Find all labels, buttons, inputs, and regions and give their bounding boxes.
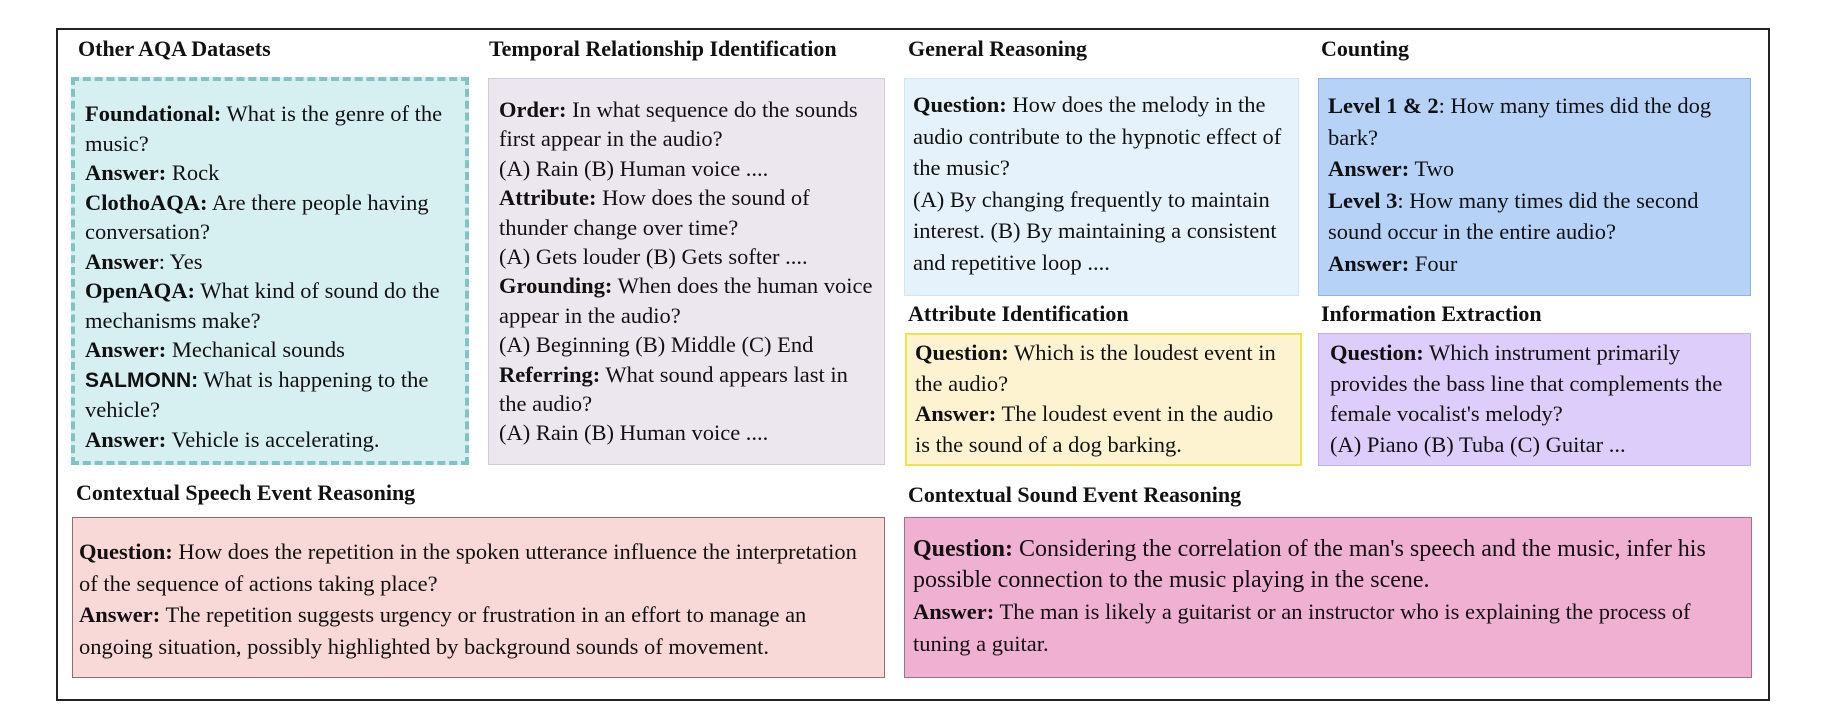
salmonn-label: SALMONN: bbox=[85, 368, 199, 392]
contextual-sound-box: Question: Considering the correlation of… bbox=[904, 517, 1752, 678]
answer-label: Answer: bbox=[1328, 156, 1410, 181]
order-options: (A) Rain (B) Human voice .... bbox=[499, 155, 769, 181]
contextual-speech-box: Question: How does the repetition in the… bbox=[72, 517, 885, 678]
salmonn-question: What is happening to the vehicle? bbox=[85, 366, 429, 423]
level12-label: Level 1 & 2 bbox=[1328, 93, 1439, 118]
heading-other-aqa-datasets: Other AQA Datasets bbox=[78, 36, 271, 61]
order-label: Order: bbox=[499, 97, 567, 122]
information-extraction-box: Question: Which instrument primarily pro… bbox=[1318, 333, 1751, 466]
question-text: Considering the correlation of the man's… bbox=[913, 536, 1706, 593]
answer-label: Answer bbox=[85, 248, 159, 274]
heading-general-reasoning: General Reasoning bbox=[908, 36, 1088, 61]
heading-counting: Counting bbox=[1321, 36, 1410, 61]
heading-temporal-relationship: Temporal Relationship Identification bbox=[489, 36, 837, 61]
foundational-label: Foundational: bbox=[85, 101, 222, 126]
counting-box: Level 1 & 2: How many times did the dog … bbox=[1318, 78, 1751, 296]
answer-text: The man is likely a guitarist or an inst… bbox=[913, 599, 1691, 656]
heading-contextual-sound: Contextual Sound Event Reasoning bbox=[908, 482, 1242, 507]
referring-label: Referring: bbox=[499, 361, 601, 387]
question-label: Question: bbox=[79, 539, 173, 564]
question-text: Which instrument primarily provides the … bbox=[1330, 340, 1723, 426]
question-label: Question: bbox=[915, 340, 1009, 365]
other-aqa-box: Foundational: What is the genre of the m… bbox=[71, 77, 469, 465]
answer-text: Mechanical sounds bbox=[166, 337, 345, 362]
foundational-question: What is the genre of the music? bbox=[85, 101, 443, 156]
attribute-identification-box: Question: Which is the loudest event in … bbox=[905, 333, 1302, 466]
grounding-label: Grounding: bbox=[499, 273, 613, 299]
order-question: In what sequence do the sounds first app… bbox=[499, 97, 858, 152]
grounding-question: When does the human voice appear in the … bbox=[499, 273, 873, 328]
question-label: Question: bbox=[913, 536, 1014, 562]
answer-text: Two bbox=[1409, 156, 1455, 181]
answer-label: Answer: bbox=[913, 599, 995, 624]
answer-text: Rock bbox=[166, 160, 220, 185]
question-label: Question: bbox=[1330, 340, 1424, 365]
attribute-options: (A) Gets louder (B) Gets softer .... bbox=[499, 244, 808, 270]
openaqa-label: OpenAQA: bbox=[85, 278, 196, 303]
attribute-label: Attribute: bbox=[499, 185, 597, 211]
attribute-question: How does the sound of thunder change ove… bbox=[499, 185, 810, 240]
answer-label: Answer: bbox=[79, 602, 161, 627]
figure-frame bbox=[56, 28, 1770, 701]
temporal-box: Order: In what sequence do the sounds fi… bbox=[488, 78, 885, 465]
answer-options: (A) Piano (B) Tuba (C) Guitar ... bbox=[1330, 431, 1626, 457]
answer-label: Answer: bbox=[1328, 250, 1410, 276]
answer-text: The repetition suggests urgency or frust… bbox=[79, 602, 807, 659]
question-label: Question: bbox=[913, 92, 1007, 117]
clothoaqa-question: Are there people having conversation? bbox=[85, 189, 429, 245]
answer-label: Answer: bbox=[915, 401, 997, 426]
answer-label: Answer: bbox=[85, 426, 167, 452]
question-text: Which is the loudest event in the audio? bbox=[915, 340, 1276, 396]
answer-label: Answer: bbox=[85, 160, 167, 185]
answer-text: : Yes bbox=[158, 248, 203, 274]
question-text: How does the repetition in the spoken ut… bbox=[79, 539, 857, 596]
referring-question: What sound appears last in the audio? bbox=[499, 361, 848, 417]
openaqa-question: What kind of sound do the mechanisms mak… bbox=[85, 278, 440, 333]
answer-text: Vehicle is accelerating. bbox=[166, 426, 380, 452]
level3-label: Level 3 bbox=[1328, 187, 1398, 213]
clothoaqa-label: ClothoAQA: bbox=[85, 189, 208, 215]
question-text: How does the melody in the audio contrib… bbox=[913, 92, 1282, 180]
answer-options: (A) By changing frequently to maintain i… bbox=[913, 186, 1277, 275]
level12-question: : How many times did the dog bark? bbox=[1328, 93, 1712, 150]
heading-contextual-speech: Contextual Speech Event Reasoning bbox=[76, 480, 416, 505]
level3-question: : How many times did the second sound oc… bbox=[1328, 187, 1699, 245]
referring-options: (A) Rain (B) Human voice .... bbox=[499, 420, 769, 446]
general-reasoning-box: Question: How does the melody in the aud… bbox=[904, 78, 1299, 296]
answer-label: Answer: bbox=[85, 337, 167, 362]
heading-information-extraction: Information Extraction bbox=[1321, 301, 1542, 326]
answer-text: The loudest event in the audio is the so… bbox=[915, 401, 1274, 457]
heading-attribute-identification: Attribute Identification bbox=[908, 301, 1129, 326]
answer-text: Four bbox=[1409, 250, 1458, 276]
grounding-options: (A) Beginning (B) Middle (C) End bbox=[499, 332, 814, 358]
